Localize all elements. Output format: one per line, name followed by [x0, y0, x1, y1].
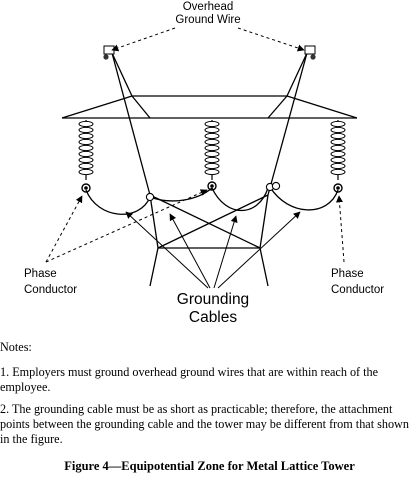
leg-right	[259, 247, 269, 287]
label-overhead-line1: Overhead	[183, 1, 234, 13]
label-phase-left-line1: Phase	[24, 268, 57, 280]
arrow-phase-left-1	[45, 195, 83, 263]
figure-caption: Figure 4—Equipotential Zone for Metal La…	[64, 459, 355, 473]
arrow-ground-1	[125, 211, 209, 289]
note-2: 2. The grounding cable must be as short …	[0, 402, 409, 446]
waist-right	[259, 194, 269, 249]
note-1: 1. Employers must ground overhead ground…	[0, 365, 379, 394]
insulator-right	[330, 119, 346, 181]
arrow-ground-3	[213, 215, 238, 289]
tower-peak-left-inner	[111, 52, 133, 97]
label-phase-right-line1: Phase	[331, 268, 364, 280]
equipotential-zone-diagram: Overhead Ground Wire Phase Conductor Pha…	[24, 1, 384, 326]
conductor-right	[333, 183, 343, 193]
tower-peak-left	[111, 52, 151, 196]
grounding-cable-1	[85, 189, 151, 215]
arrow-overhead-left	[111, 27, 176, 52]
tower-peak-right	[267, 52, 308, 196]
grounding-cables	[85, 186, 339, 215]
notes-heading: Notes:	[0, 340, 32, 354]
crossarm-left-top	[61, 95, 133, 119]
attachment-point-left	[145, 192, 155, 202]
insulator-left	[78, 119, 94, 181]
label-grounding-line1: Grounding	[177, 291, 249, 308]
arrow-phase-left-2	[45, 189, 208, 263]
label-phase-right-line2: Conductor	[331, 284, 384, 296]
crossarm-diag-right	[267, 95, 288, 119]
notes-section: Notes: 1. Employers must ground overhead…	[0, 340, 414, 454]
label-overhead-line2: Ground Wire	[175, 14, 240, 26]
callout-arrows	[45, 27, 345, 289]
arrow-overhead-right	[237, 27, 305, 52]
arrow-ground-4	[217, 211, 301, 289]
waist-left	[149, 194, 159, 249]
lattice-diag-1	[149, 194, 261, 249]
tower-peak-right-inner	[286, 52, 308, 97]
ground-wire-clamp-left	[103, 45, 115, 60]
conductor-center	[207, 181, 217, 191]
grounding-cable-4	[269, 186, 339, 211]
conductor-left	[81, 183, 91, 193]
leg-left	[149, 247, 159, 287]
arrow-ground-2	[169, 213, 211, 289]
insulator-center	[204, 119, 220, 181]
attachment-point-right-2	[271, 181, 281, 191]
tower-structure	[61, 52, 358, 287]
label-phase-left-line2: Conductor	[24, 284, 77, 296]
crossarm-right-top	[286, 95, 358, 119]
grounding-cable-3	[211, 187, 269, 212]
lattice-diag-2	[157, 194, 269, 249]
arrow-phase-right	[335, 195, 345, 263]
crossarm-diag-left	[131, 95, 151, 119]
label-grounding-line2: Cables	[189, 309, 237, 326]
ground-wire-clamp-right	[304, 45, 316, 60]
